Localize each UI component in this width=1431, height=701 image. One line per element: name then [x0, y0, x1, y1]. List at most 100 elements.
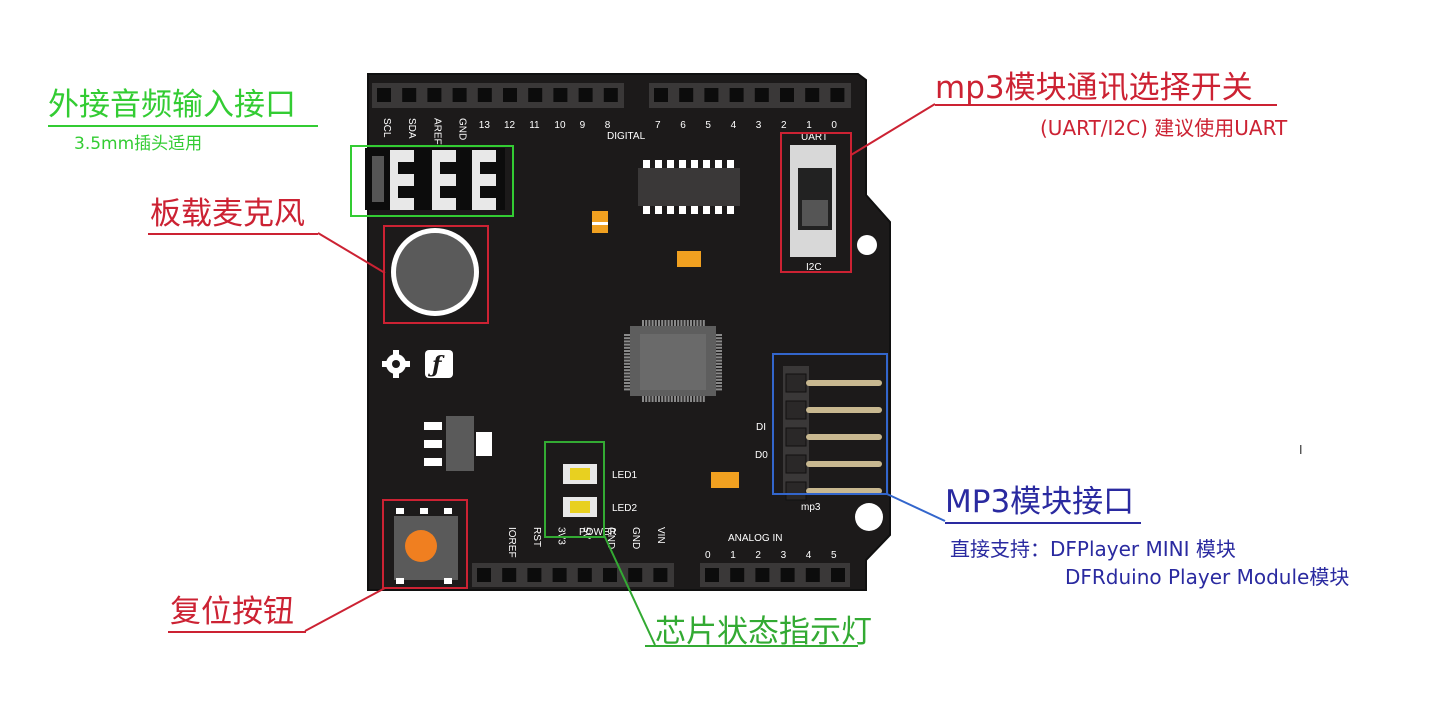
top-pin-label: 0	[831, 120, 837, 131]
microphone-highlight	[383, 225, 489, 324]
top-pin-label: GND	[457, 118, 468, 140]
status-leds: LED1 LED2	[563, 464, 637, 517]
header-socket	[528, 88, 543, 102]
switch-bottom-label: I2C	[806, 262, 822, 273]
qfp-chip	[624, 320, 722, 402]
mp3-interface-underline	[945, 522, 1141, 524]
reset-title: 复位按钮	[170, 594, 294, 630]
header-socket	[402, 88, 417, 102]
header-socket	[780, 88, 794, 102]
mp3-switch-underline	[935, 104, 1277, 106]
power-label: POWER	[579, 527, 617, 538]
switch-leader	[850, 103, 936, 156]
mp3-switch-note: (UART/I2C) 建议使用UART	[1040, 116, 1288, 140]
gear-icon	[382, 350, 410, 378]
led1-label: LED1	[612, 470, 637, 481]
header-socket	[780, 568, 795, 582]
header-socket	[477, 568, 491, 582]
top-pin-label: SCL	[381, 118, 392, 138]
led2-label: LED2	[612, 503, 637, 514]
status-led-underline	[645, 645, 858, 647]
mp3-header-highlight	[772, 353, 888, 495]
led-highlight	[544, 441, 605, 538]
top-pin-label: AREF	[431, 118, 442, 145]
top-pin-label: 4	[731, 120, 737, 131]
analog-label: ANALOG IN	[728, 533, 782, 544]
microphone-title: 板载麦克风	[150, 196, 305, 232]
header-socket	[527, 568, 542, 582]
header-socket	[830, 88, 845, 102]
header-bottom-analog	[700, 563, 850, 587]
power-pin-label: RST	[531, 527, 542, 547]
dip-chip	[638, 160, 740, 214]
header-socket	[603, 88, 618, 102]
reset-leader	[304, 587, 386, 632]
top-pin-label: 11	[529, 120, 540, 131]
power-pin-label: GND	[630, 527, 641, 549]
header-socket	[805, 88, 820, 102]
microphone-component	[391, 228, 479, 316]
switch-highlight	[780, 132, 852, 273]
mounting-hole-bottom	[855, 503, 883, 531]
header-socket	[730, 568, 745, 582]
header-socket	[553, 88, 568, 102]
power-pin-label: GND	[605, 527, 616, 549]
reset-underline	[168, 631, 306, 633]
header-socket	[503, 88, 517, 102]
power-pin-label: VIN	[655, 527, 666, 544]
analog-pin-label: 2	[755, 550, 761, 561]
header-socket	[755, 568, 770, 582]
mp3-switch-title: mp3模块通讯选择开关	[935, 70, 1253, 106]
header-socket	[831, 568, 845, 582]
header-socket	[679, 88, 694, 102]
analog-pin-label: 0	[705, 550, 711, 561]
top-pin-label: 13	[479, 120, 491, 131]
analog-pin-label: 4	[806, 550, 812, 561]
top-pin-label: 7	[655, 120, 661, 131]
mic-leader	[317, 232, 386, 274]
dfrobot-logo-icon: ƒ	[425, 350, 453, 378]
smd-cap-3	[711, 472, 739, 488]
digital-label: DIGITAL	[607, 131, 646, 142]
mode-switch-component: UART I2C	[790, 132, 836, 273]
header-socket	[502, 568, 517, 582]
led-leader	[603, 534, 656, 646]
mp3-header-label: mp3	[801, 502, 821, 513]
power-pin-label: IOREF	[506, 527, 517, 558]
header-socket	[754, 88, 769, 102]
top-pin-label: 10	[554, 120, 566, 131]
mp3-leader	[886, 493, 946, 522]
header-socket	[577, 568, 592, 582]
smd-cap-2	[677, 251, 701, 267]
top-pin-label: 3	[756, 120, 762, 131]
header-socket	[653, 568, 668, 582]
mp3-interface-title: MP3模块接口	[945, 484, 1135, 520]
header-socket	[452, 88, 467, 102]
header-top-right	[649, 83, 851, 108]
header-bottom-power	[472, 563, 674, 587]
header-socket	[427, 88, 442, 102]
analog-pin-label: 3	[781, 550, 787, 561]
audio-in-underline	[48, 125, 318, 127]
header-socket	[729, 88, 744, 102]
mp3-interface-note-2: DFRduino Player Module模块	[1065, 565, 1350, 589]
audio-in-note: 3.5mm插头适用	[74, 134, 203, 154]
mp3-interface-note-1: 直接支持：DFPlayer MINI 模块	[950, 537, 1236, 561]
header-socket	[603, 568, 617, 582]
header-socket	[477, 88, 492, 102]
analog-pin-label: 5	[831, 550, 837, 561]
header-socket	[654, 88, 668, 102]
header-socket	[705, 568, 719, 582]
voltage-regulator	[424, 416, 492, 471]
microphone-underline	[148, 233, 318, 235]
header-top-left	[372, 83, 624, 108]
analog-pin-label: 1	[730, 550, 736, 561]
reset-button-component	[394, 508, 458, 584]
stray-mark: I	[1299, 443, 1303, 457]
top-pin-label: 9	[580, 120, 586, 131]
top-pin-label: 6	[680, 120, 686, 131]
top-pin-label: SDA	[406, 118, 417, 139]
header-socket	[805, 568, 820, 582]
